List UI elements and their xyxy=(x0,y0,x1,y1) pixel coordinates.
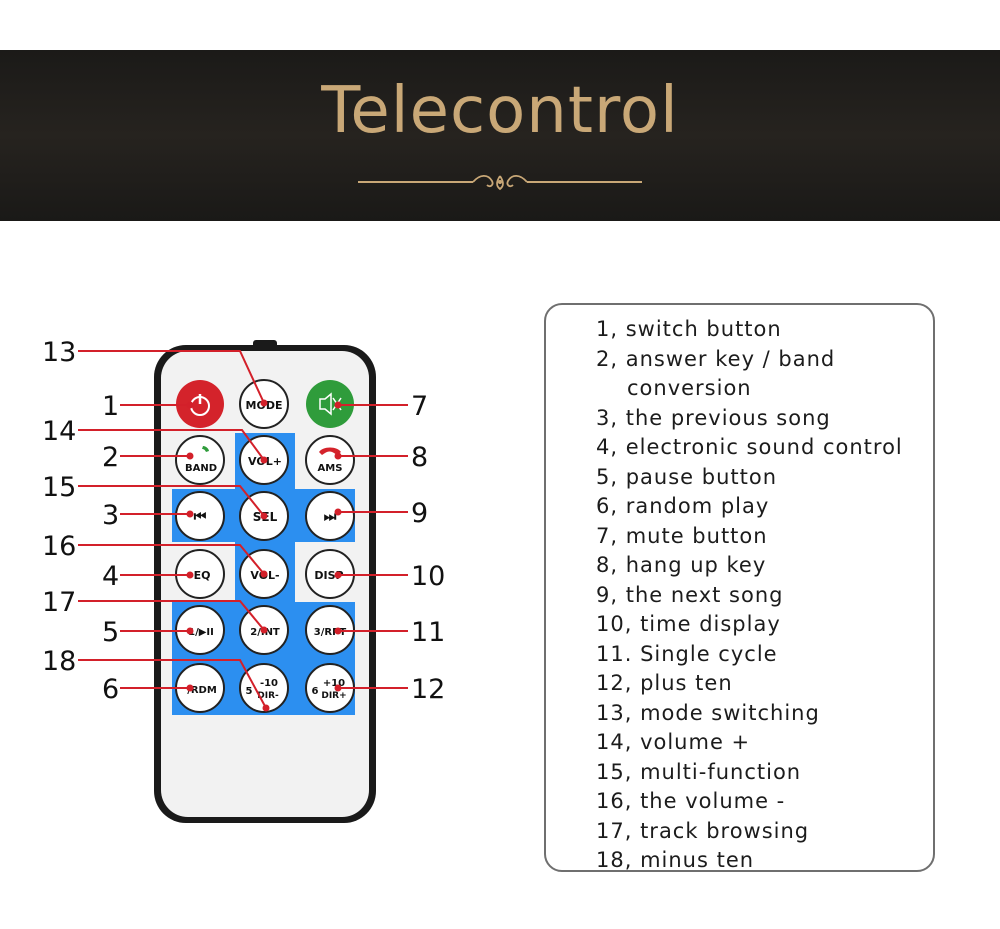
b6-plus-ten: +10 xyxy=(323,678,345,689)
legend-list: 1, switch button 2, answer key / band co… xyxy=(596,315,903,876)
callout-7: 7 xyxy=(411,391,428,422)
legend-item: 12, plus ten xyxy=(596,671,733,695)
ams-label: AMS xyxy=(318,463,343,474)
b4-label: /RDM xyxy=(187,685,217,696)
next-label: ⏭ xyxy=(324,509,337,525)
callout-15: 15 xyxy=(42,472,76,503)
prev-label: ⏮ xyxy=(194,509,207,525)
legend-item: 1, switch button xyxy=(596,317,782,341)
band-label: BAND xyxy=(185,463,217,474)
ornament-divider-icon xyxy=(358,174,642,191)
legend-item: 2, answer key / band xyxy=(596,346,836,371)
callout-13: 13 xyxy=(42,337,76,368)
band-button[interactable]: BAND xyxy=(175,435,225,485)
legend-item: 6, random play xyxy=(596,494,770,518)
legend-box: 1, switch button 2, answer key / band co… xyxy=(544,303,935,872)
b6-num: 6 xyxy=(312,686,319,697)
callout-6: 6 xyxy=(102,674,119,705)
b5-minus-ten: -10 xyxy=(260,678,278,689)
legend-item: 9, the next song xyxy=(596,582,784,607)
callout-markers xyxy=(186,399,342,712)
b1-label: 1/▶II xyxy=(188,627,214,638)
legend-item: 15, multi-function xyxy=(596,759,802,784)
callout-9: 9 xyxy=(411,498,428,529)
legend-item: 14, volume + xyxy=(596,730,751,754)
b6-dir: DIR+ xyxy=(321,691,346,701)
callout-17: 17 xyxy=(42,587,76,618)
previous-button[interactable]: ⏮ xyxy=(175,491,225,541)
legend-item: 7, mute button xyxy=(596,523,768,548)
button-5-minus-ten[interactable]: 5 -10 DIR- xyxy=(239,663,289,713)
callout-2: 2 xyxy=(102,442,119,473)
legend-item: conversion xyxy=(627,376,752,400)
banner-title: Telecontrol xyxy=(321,74,679,148)
callout-4: 4 xyxy=(102,561,119,592)
callout-16: 16 xyxy=(42,531,76,562)
b5-dir: DIR- xyxy=(257,691,279,701)
legend-item: 10, time display xyxy=(596,612,781,636)
legend-item: 18, minus ten xyxy=(596,848,755,872)
legend-item: 17, track browsing xyxy=(596,818,810,843)
remote-diagram: MODE BAND VOL+ AMS ⏮ SEL ⏭ EQ VOL- xyxy=(42,337,445,823)
callout-18: 18 xyxy=(42,646,76,677)
ams-button[interactable]: AMS xyxy=(305,435,355,485)
legend-item: 11. Single cycle xyxy=(596,641,778,666)
legend-item: 8, hang up key xyxy=(596,553,767,577)
callout-5: 5 xyxy=(102,617,119,648)
eq-label: EQ xyxy=(194,569,211,582)
callout-11: 11 xyxy=(411,617,445,648)
legend-item: 16, the volume - xyxy=(596,789,786,813)
next-button[interactable]: ⏭ xyxy=(305,491,355,541)
legend-item: 3, the previous song xyxy=(596,405,831,430)
callout-10: 10 xyxy=(411,561,445,592)
callout-14: 14 xyxy=(42,416,76,447)
legend-item: 4, electronic sound control xyxy=(596,435,903,459)
title-banner: Telecontrol xyxy=(0,50,1000,221)
b5-num: 5 xyxy=(246,686,253,697)
legend-item: 13, mode switching xyxy=(596,700,820,725)
callout-1: 1 xyxy=(102,391,119,422)
button-1-play-pause[interactable]: 1/▶II xyxy=(175,605,225,655)
callout-12: 12 xyxy=(411,674,445,705)
b3-label: 3/RPT xyxy=(314,627,347,638)
callout-8: 8 xyxy=(411,442,428,473)
callout-3: 3 xyxy=(102,500,119,531)
callout-lines xyxy=(78,350,408,709)
legend-item: 5, pause button xyxy=(596,464,778,489)
